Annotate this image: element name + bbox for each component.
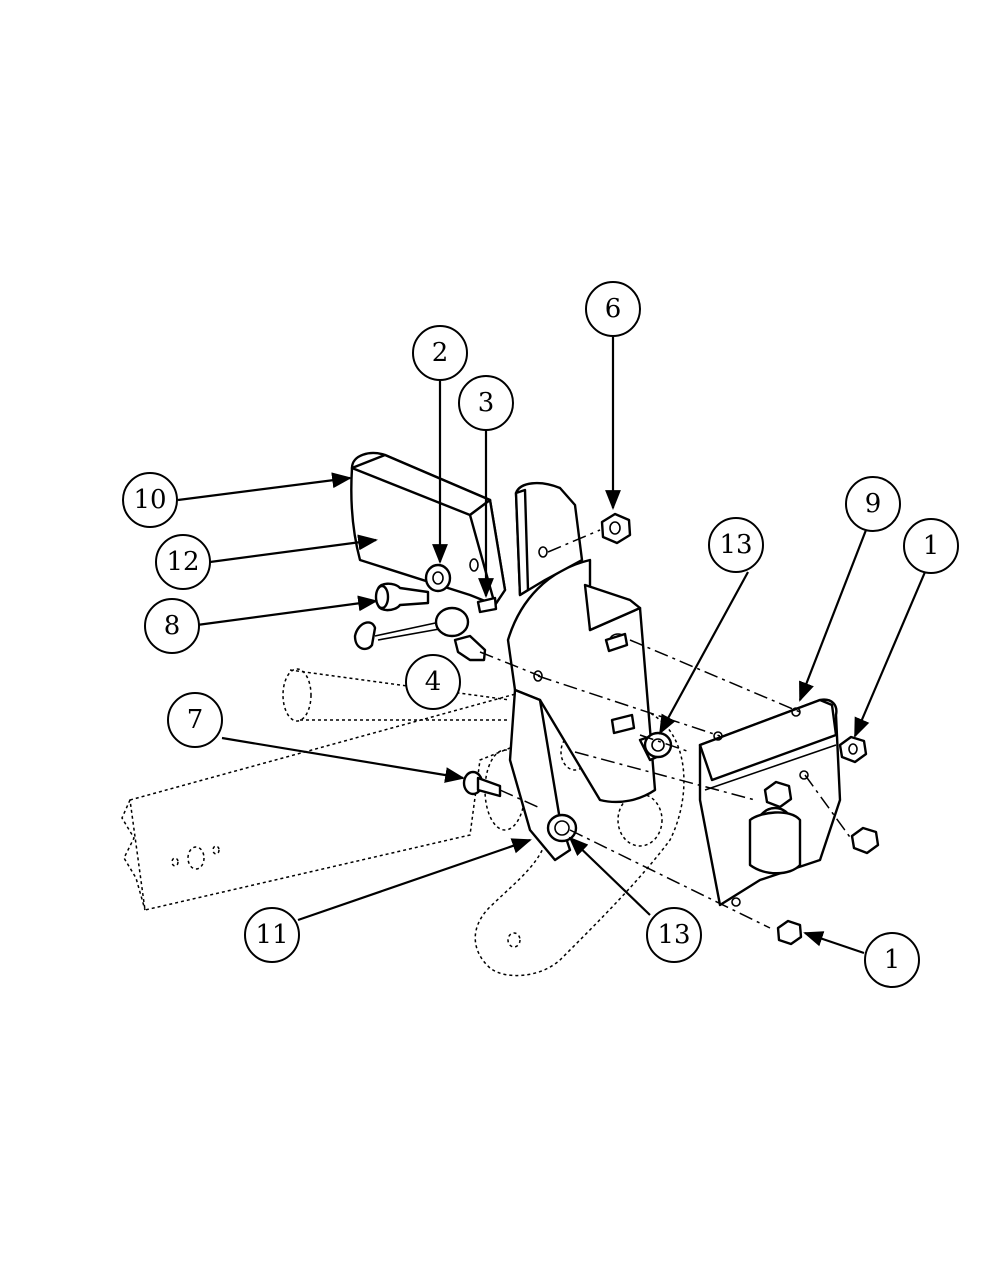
main-mounting-plate [506, 558, 657, 862]
callout-label: 8 [164, 611, 181, 641]
callout-balloon-7: 7 [167, 692, 223, 748]
nut-item-6 [600, 512, 632, 545]
callout-label: 6 [605, 294, 622, 324]
callout-balloon-4: 4 [405, 654, 461, 710]
callout-label: 10 [133, 485, 166, 515]
hardware [353, 512, 880, 946]
callout-label: 4 [425, 667, 442, 697]
bushing-item-13-lower [546, 813, 578, 843]
callout-balloon-11: 11 [244, 907, 300, 963]
callout-label: 9 [865, 489, 882, 519]
callout-balloon-1-lower: 1 [864, 932, 920, 988]
callout-balloon-8: 8 [144, 598, 200, 654]
callout-balloon-2: 2 [412, 325, 468, 381]
clip-item-4 [353, 606, 487, 662]
callout-balloon-13-upper: 13 [708, 517, 764, 573]
callout-balloon-9: 9 [845, 476, 901, 532]
washer-item-2 [424, 563, 452, 593]
callout-label: 3 [478, 388, 495, 418]
nut-item-1-lower [776, 919, 803, 946]
cover-plate [350, 451, 507, 607]
callout-balloon-6: 6 [585, 281, 641, 337]
callout-label: 2 [432, 338, 449, 368]
callout-label: 12 [166, 547, 199, 577]
bolt-item-7 [462, 770, 502, 798]
callout-label: 11 [255, 920, 288, 950]
callout-label: 13 [657, 920, 690, 950]
upper-bracket [514, 481, 584, 597]
callout-label: 13 [719, 530, 752, 560]
callout-balloon-1-upper: 1 [903, 518, 959, 574]
callout-label: 7 [187, 705, 204, 735]
callout-balloon-13-lower: 13 [646, 907, 702, 963]
callout-label: 1 [923, 531, 940, 561]
bolt-item-8 [374, 582, 430, 612]
nut-item-1-upper [838, 735, 868, 764]
callout-label: 1 [884, 945, 901, 975]
assembly-centerlines [479, 529, 853, 929]
callout-balloon-10: 10 [122, 472, 178, 528]
callout-balloon-12: 12 [155, 534, 211, 590]
callout-balloon-3: 3 [458, 375, 514, 431]
pin-item-3 [476, 596, 498, 614]
leader-lines [177, 337, 927, 955]
